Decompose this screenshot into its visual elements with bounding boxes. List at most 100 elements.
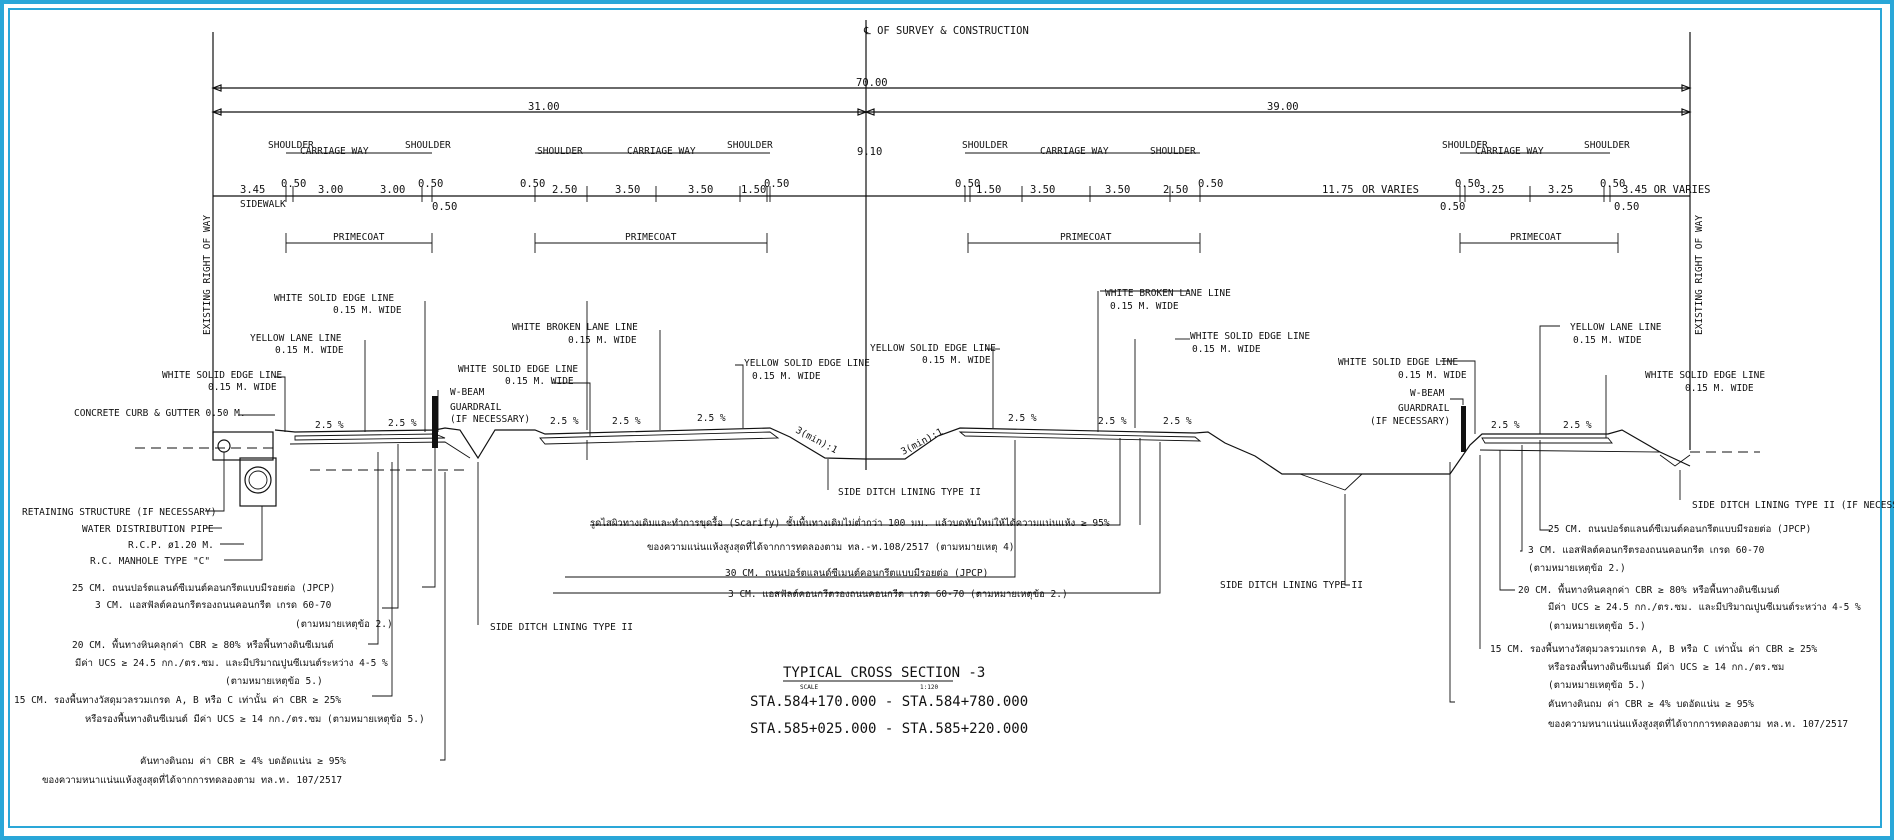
note-c2: 30 CM. ถนนปอร์ตแลนด์ซีเมนต์คอนกรีตแบบมีร… <box>725 567 988 579</box>
slope-label: 2.5 % <box>1491 420 1520 431</box>
shoulder-label: SHOULDER <box>268 140 314 151</box>
callout-ditch2r: SIDE DITCH LINING TYPE II (IF NECESSARY) <box>1692 500 1894 511</box>
primecoat-dims <box>285 233 1619 253</box>
callout-ifnec: (IF NECESSARY) <box>1370 416 1450 427</box>
dim-g5-1: 0.50 <box>1440 201 1465 213</box>
note-r3c: (ตามหมายเหตุข้อ 5.) <box>1548 621 1646 632</box>
w-beam-post-right <box>1461 406 1466 452</box>
dim-g1-0: 3.45 <box>240 184 265 196</box>
dim-g1-1: 0.50 <box>281 178 306 190</box>
callout-wide: 0.15 M. WIDE <box>568 335 637 346</box>
callout-wide: 0.15 M. WIDE <box>922 355 991 366</box>
note-r2b: (ตามหมายเหตุข้อ 2.) <box>1528 563 1626 574</box>
pavement-layer-left <box>294 433 446 441</box>
callout-wse: WHITE SOLID EDGE LINE <box>458 364 578 375</box>
dim-g1-3: 3.00 <box>380 184 405 196</box>
split-dim-arrows <box>211 108 1692 116</box>
callout-rcp: R.C.P. ø1.20 M. <box>128 540 214 551</box>
callout-retain: RETAINING STRUCTURE (IF NECESSARY) <box>22 507 216 518</box>
callout-ysel: YELLOW SOLID EDGE LINE <box>870 343 996 354</box>
callout-wide: 0.15 M. WIDE <box>275 345 344 356</box>
callout-ditch2-left: SIDE DITCH LINING TYPE II <box>490 622 633 633</box>
callout-wide: 0.15 M. WIDE <box>1398 370 1467 381</box>
rcp-pipe-inner <box>248 470 268 490</box>
note-l4b: หรือรองพื้นทางดินซีเมนต์ มีค่า UCS ≥ 14 … <box>85 712 425 725</box>
note-c1b: ของความแน่นแห้งสูงสุดที่ได้จากการทดลองตา… <box>647 540 1015 553</box>
dim-g1-2: 3.00 <box>318 184 343 196</box>
dim-median: 9.10 <box>857 146 882 158</box>
shoulder-label: SHOULDER <box>1442 140 1488 151</box>
carriage-label: CARRIAGE WAY <box>300 146 369 157</box>
station-range-1: STA.584+170.000 - STA.584+780.000 <box>750 694 1028 710</box>
lane-dim-ticks <box>285 186 1611 202</box>
pavement-layer-center-left <box>539 431 780 445</box>
base-layer-left <box>289 441 471 459</box>
slope-label: 2.5 % <box>388 418 417 429</box>
center-leaders <box>552 290 1350 594</box>
primecoat-label: PRIMECOAT <box>625 232 677 243</box>
callout-wide: 0.15 M. WIDE <box>1192 344 1261 355</box>
note-r4c: (ตามหมายเหตุข้อ 5.) <box>1548 680 1646 691</box>
callout-ysel: YELLOW SOLID EDGE LINE <box>744 358 870 369</box>
dim-g3-4: 2.50 <box>1163 184 1188 196</box>
primecoat-label: PRIMECOAT <box>1510 232 1562 243</box>
callout-wide: 0.15 M. WIDE <box>752 371 821 382</box>
slope-label: 2.5 % <box>315 420 344 431</box>
dim-g3-2: 3.50 <box>1030 184 1055 196</box>
callout-wbl: WHITE BROKEN LANE LINE <box>512 322 638 333</box>
dim-g3-1: 1.50 <box>976 184 1001 196</box>
dim-g1-4: 0.50 <box>418 178 443 190</box>
carriage-label: CARRIAGE WAY <box>1475 146 1544 157</box>
base-layer-right <box>1479 449 1661 453</box>
callout-wbeam: W-BEAM <box>1410 388 1445 399</box>
rcp-pipe <box>244 466 272 494</box>
dim-g5-6: 3.45 OR VARIES <box>1622 184 1711 196</box>
centerline-label: ℄ OF SURVEY & CONSTRUCTION <box>863 25 1029 37</box>
callout-wse: WHITE SOLID EDGE LINE <box>1645 370 1765 381</box>
scale-value: 1:120 <box>920 684 938 691</box>
callout-wdp: WATER DISTRIBUTION PIPE <box>82 524 214 535</box>
callout-wide: 0.15 M. WIDE <box>1110 301 1179 312</box>
total-dim-arrows <box>211 84 1692 92</box>
note-r4a: 15 CM. รองพื้นทางวัสดุมวลรวมเกรด A, B หร… <box>1490 642 1817 655</box>
callout-wse: WHITE SOLID EDGE LINE <box>1338 357 1458 368</box>
side-ditch-far-right <box>1659 454 1691 467</box>
callout-guardrail: GUARDRAIL <box>450 402 502 413</box>
slope-ratio: 3(min):1 <box>794 425 840 456</box>
callout-wide: 0.15 M. WIDE <box>505 376 574 387</box>
note-l3c: (ตามหมายเหตุข้อ 5.) <box>225 676 323 687</box>
sidewalk-label: SIDEWALK <box>240 199 286 210</box>
callout-wide: 0.15 M. WIDE <box>333 305 402 316</box>
dim-g3-5: 0.50 <box>1198 178 1223 190</box>
slope-label: 2.5 % <box>697 413 726 424</box>
dim-g2-1: 2.50 <box>552 184 577 196</box>
dim-total: 70.00 <box>856 77 888 89</box>
dim-g3-3: 3.50 <box>1105 184 1130 196</box>
callout-ditch2-right: SIDE DITCH LINING TYPE II <box>1220 580 1363 591</box>
drawing-border <box>8 8 1882 828</box>
dim-g2-4: 1.50 <box>741 184 766 196</box>
dim-g5-4: 0.50 <box>1600 178 1625 190</box>
note-l5a: คันทางดินถม ค่า CBR ≥ 4% บดอัดแน่น ≥ 95% <box>140 756 346 767</box>
slope-label: 2.5 % <box>1163 416 1192 427</box>
left-row-label: EXISTING RIGHT OF WAY <box>202 215 213 335</box>
w-beam-post-left <box>432 396 438 448</box>
note-c3: 3 CM. แอสฟัลต์คอนกรีตรองถนนคอนกรีต เกรด … <box>728 588 1068 600</box>
slope-label: 2.5 % <box>612 416 641 427</box>
note-r2a: 3 CM. แอสฟัลต์คอนกรีตรองถนนคอนกรีต เกรด … <box>1528 544 1765 556</box>
note-l2b: (ตามหมายเหตุข้อ 2.) <box>295 619 393 630</box>
carriage-label: CARRIAGE WAY <box>1040 146 1109 157</box>
lane-labels-group2: SHOULDER CARRIAGE WAY SHOULDER <box>535 140 773 157</box>
note-l5b: ของความหนาแน่นแห้งสูงสุดที่ได้จากการทดลอ… <box>42 773 342 786</box>
pavement-layer-center-right <box>958 431 1202 442</box>
dim-right: 39.00 <box>1267 101 1299 113</box>
water-pipe <box>217 439 231 453</box>
dim-g5-0: 0.50 <box>1455 178 1480 190</box>
slope-label: 2.5 % <box>1098 416 1127 427</box>
dim-g2-0: 0.50 <box>520 178 545 190</box>
dim-g5-3: 3.25 <box>1548 184 1573 196</box>
callout-wse: WHITE SOLID EDGE LINE <box>162 370 282 381</box>
dim-g5-2: 3.25 <box>1479 184 1504 196</box>
callout-wbl: WHITE BROKEN LANE LINE <box>1105 288 1231 299</box>
